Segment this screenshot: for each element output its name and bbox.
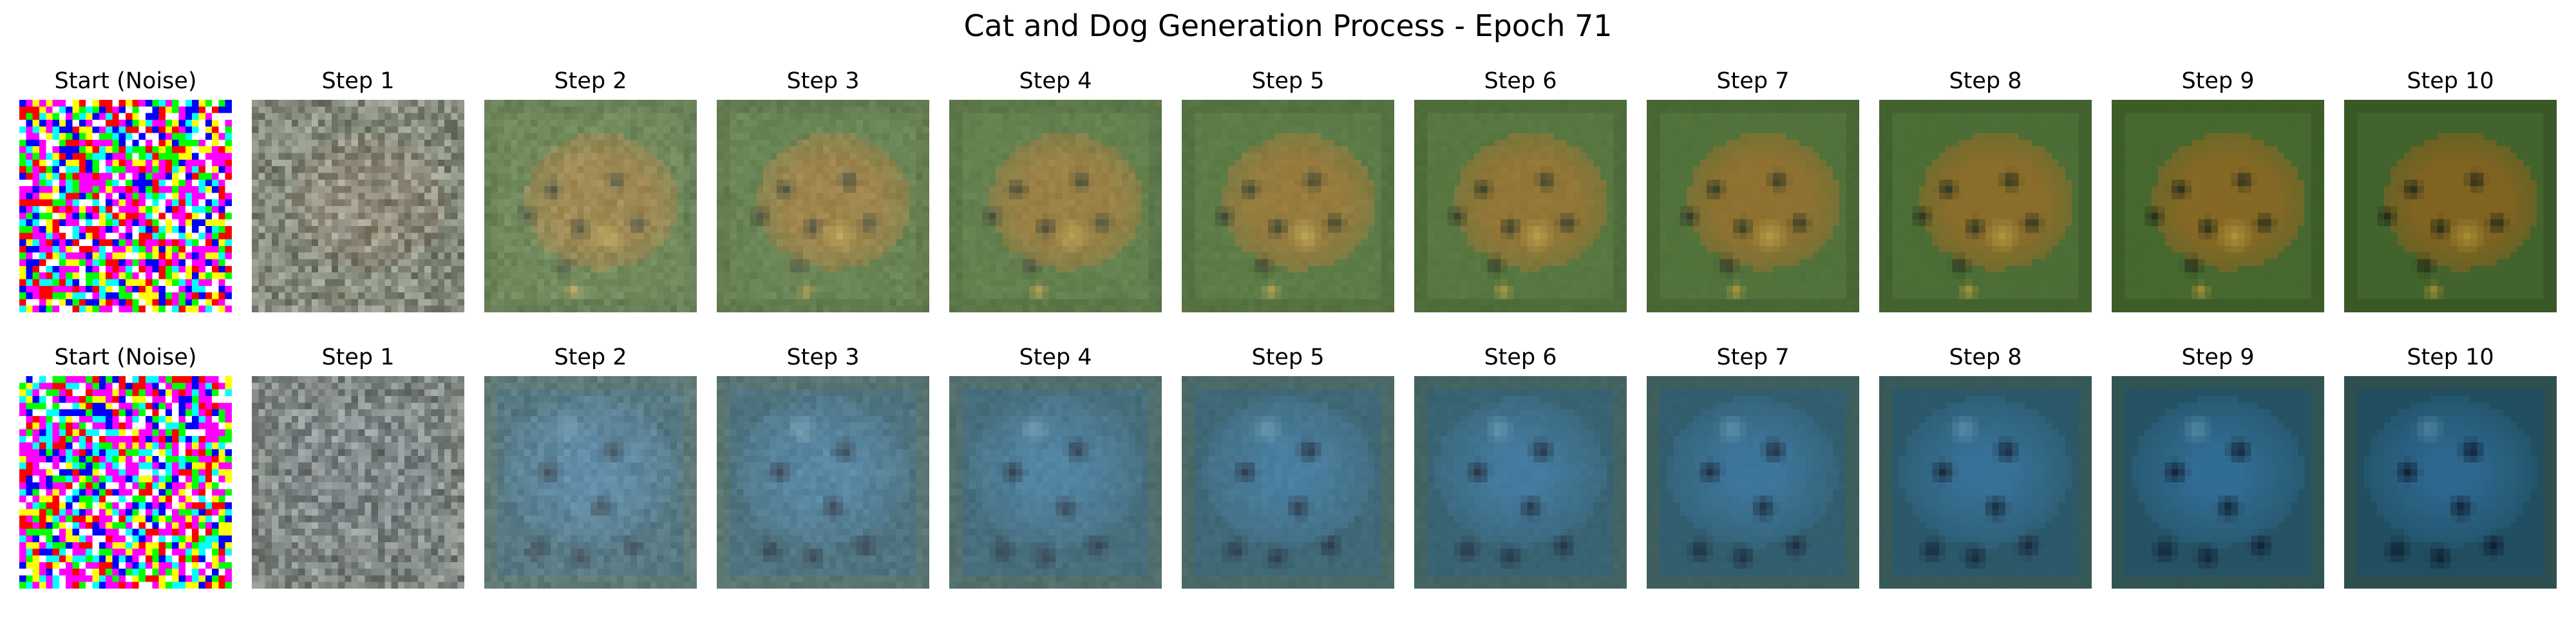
generated-image-row1-step9 <box>2112 100 2324 312</box>
generated-image-row2-step0 <box>19 376 232 589</box>
panel-title-row2-step6: Step 6 <box>1484 345 1557 370</box>
panel-title-row2-step0: Start (Noise) <box>54 345 197 370</box>
panel-title-row1-step2: Step 2 <box>554 68 627 94</box>
generated-image-row2-step10 <box>2344 376 2557 589</box>
panel-title-row1-step1: Step 1 <box>321 68 395 94</box>
generated-image-row2-step9 <box>2112 376 2324 589</box>
panel-title-row1-step5: Step 5 <box>1251 68 1325 94</box>
generated-image-row1-step10 <box>2344 100 2557 312</box>
figure-title: Cat and Dog Generation Process - Epoch 7… <box>963 8 1613 43</box>
panel-title-row2-step7: Step 7 <box>1716 345 1790 370</box>
panel-title-row1-step0: Start (Noise) <box>54 68 197 94</box>
panel-title-row1-step7: Step 7 <box>1716 68 1790 94</box>
panel-title-row2-step10: Step 10 <box>2407 345 2494 370</box>
panel-title-row2-step4: Step 4 <box>1019 345 1092 370</box>
panel-title-row2-step1: Step 1 <box>321 345 395 370</box>
panel-title-row1-step6: Step 6 <box>1484 68 1557 94</box>
panel-title-row1-step10: Step 10 <box>2407 68 2494 94</box>
panel-title-row2-step9: Step 9 <box>2181 345 2255 370</box>
panel-title-row1-step4: Step 4 <box>1019 68 1092 94</box>
panel-title-row1-step8: Step 8 <box>1949 68 2022 94</box>
generated-image-row1-step4 <box>949 100 1162 312</box>
generated-image-row2-step8 <box>1879 376 2092 589</box>
panel-title-row2-step2: Step 2 <box>554 345 627 370</box>
generated-image-row2-step2 <box>484 376 697 589</box>
generated-image-row2-step4 <box>949 376 1162 589</box>
generated-image-row1-step5 <box>1182 100 1394 312</box>
generated-image-row1-step6 <box>1414 100 1627 312</box>
panel-title-row1-step3: Step 3 <box>786 68 860 94</box>
panel-title-row2-step5: Step 5 <box>1251 345 1325 370</box>
generated-image-row2-step1 <box>252 376 464 589</box>
panel-title-row2-step3: Step 3 <box>786 345 860 370</box>
panel-title-row2-step8: Step 8 <box>1949 345 2022 370</box>
generated-image-row1-step3 <box>717 100 929 312</box>
generated-image-row2-step3 <box>717 376 929 589</box>
generated-image-row1-step1 <box>252 100 464 312</box>
panel-title-row1-step9: Step 9 <box>2181 68 2255 94</box>
generated-image-row2-step5 <box>1182 376 1394 589</box>
generated-image-row1-step8 <box>1879 100 2092 312</box>
generated-image-row2-step7 <box>1647 376 1859 589</box>
generated-image-row1-step0 <box>19 100 232 312</box>
generated-image-row1-step2 <box>484 100 697 312</box>
generated-image-row1-step7 <box>1647 100 1859 312</box>
generated-image-row2-step6 <box>1414 376 1627 589</box>
